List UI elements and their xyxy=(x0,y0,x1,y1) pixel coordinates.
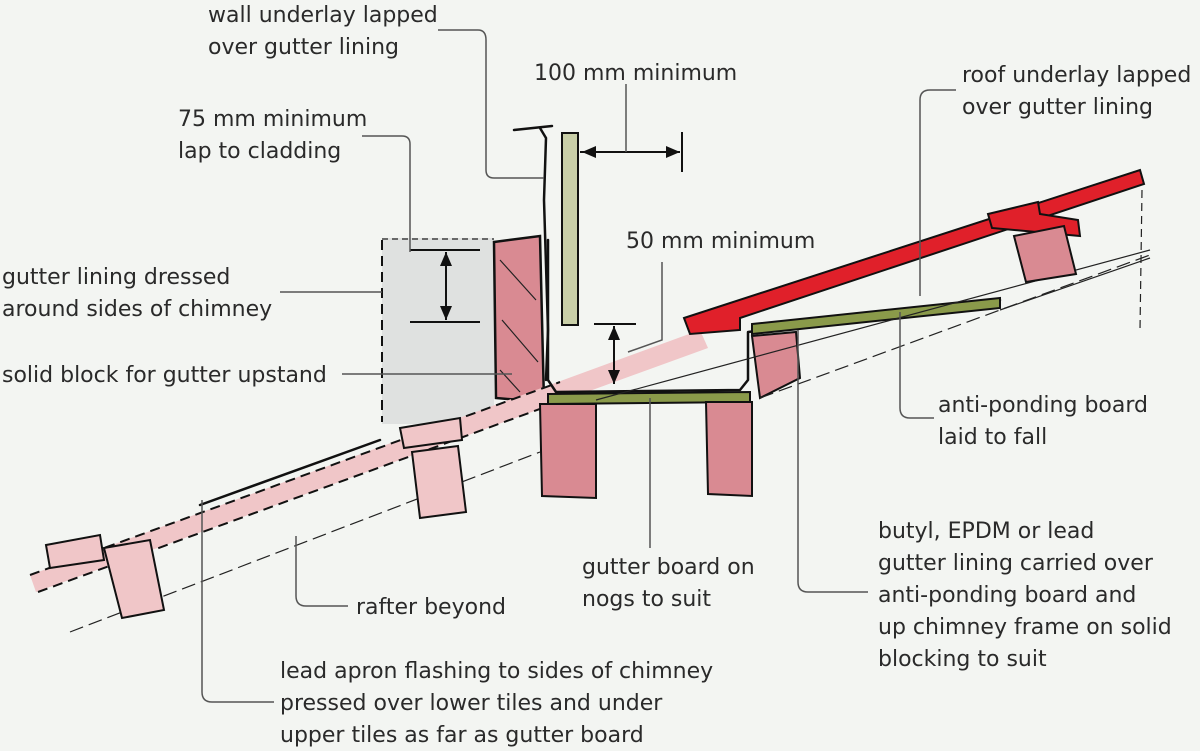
lower-tile-batten-2 xyxy=(398,416,464,450)
leader-anti-ponding xyxy=(899,312,934,419)
leader-50mm xyxy=(627,262,663,353)
nog-right xyxy=(704,401,753,498)
leader-butyl xyxy=(797,330,868,593)
label-solid-block: solid block for gutter upstand xyxy=(2,363,327,388)
chimney-side xyxy=(382,238,494,424)
leader-rafter xyxy=(295,536,348,607)
label-50mm: 50 mm minimum xyxy=(626,229,815,254)
lower-rafter-1 xyxy=(102,538,166,620)
label-wall-underlay: wall underlay lapped over gutter lining xyxy=(208,3,445,60)
label-gutter-board: gutter board on nogs to suit xyxy=(582,555,762,612)
dimension-100mm xyxy=(580,132,683,172)
label-gutter-dressed: gutter lining dressed around sides of ch… xyxy=(2,265,272,322)
leader-75mm xyxy=(362,135,411,252)
roof-underlay-lower xyxy=(30,330,708,592)
leader-wall-underlay xyxy=(438,29,544,179)
gutter-lining xyxy=(546,238,1002,394)
anti-ponding-board xyxy=(751,296,1001,336)
upper-batten xyxy=(1012,224,1078,284)
cladding-board xyxy=(561,132,579,326)
label-butyl: butyl, EPDM or lead gutter lining carrie… xyxy=(878,519,1179,672)
dimension-50mm xyxy=(594,323,636,384)
label-lead-apron: lead apron flashing to sides of chimney … xyxy=(280,659,720,748)
nog-left xyxy=(538,403,597,500)
solid-blocking xyxy=(750,330,802,400)
lower-tile-batten-1 xyxy=(44,533,106,570)
lower-rafter-2 xyxy=(410,444,468,520)
leader-roof-underlay xyxy=(919,89,956,296)
label-rafter: rafter beyond xyxy=(356,595,506,620)
label-roof-underlay: roof underlay lapped over gutter lining xyxy=(962,63,1198,120)
label-100mm: 100 mm minimum xyxy=(534,61,737,86)
dimension-75mm xyxy=(410,249,480,323)
label-75mm: 75 mm minimum lap to cladding xyxy=(178,107,374,164)
label-anti-ponding: anti-ponding board laid to fall xyxy=(938,393,1155,450)
leader-lead-apron xyxy=(201,500,274,703)
